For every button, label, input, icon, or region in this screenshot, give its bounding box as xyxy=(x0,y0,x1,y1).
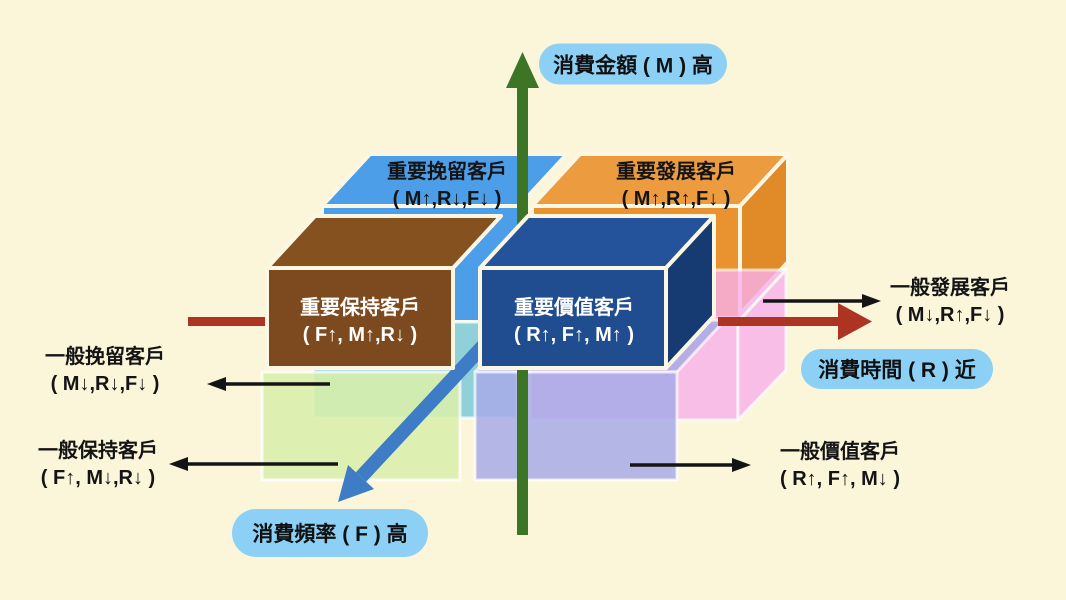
important-keep-front-face xyxy=(265,266,455,370)
pointer-general-value xyxy=(630,458,751,472)
segment-title: 重要發展客戶 xyxy=(616,161,736,183)
m-axis-label: 消費金額 ( M ) 高 xyxy=(553,54,713,77)
segment-rfm: ( M↑,R↓,F↓ ) xyxy=(392,188,502,210)
segment-rfm: ( R↑, F↑, M↓ ) xyxy=(780,468,900,490)
pointer-general-retain xyxy=(207,377,330,391)
general-keep-box xyxy=(260,370,462,482)
segment-title: 一般發展客戶 xyxy=(890,277,1010,299)
segment-rfm: ( M↓,R↑,F↓ ) xyxy=(895,304,1005,326)
important-develop-top-face xyxy=(530,152,790,208)
m-axis-arrowhead xyxy=(506,52,539,88)
important-value-front-face xyxy=(478,266,668,370)
segment-title: 一般保持客戶 xyxy=(38,440,158,462)
general-develop-side-face xyxy=(736,268,788,422)
segment-title: 重要保持客戶 xyxy=(300,297,420,319)
segment-rfm: ( M↑,R↑,F↓ ) xyxy=(621,188,731,210)
general-keep-front-face xyxy=(260,370,462,482)
important-value-box xyxy=(478,214,716,370)
r-axis-label-pill: 消費時間 ( R ) 近 xyxy=(801,349,993,389)
pointer-general-keep xyxy=(169,457,338,471)
r-axis-arrow xyxy=(718,303,872,340)
segment-rfm: ( F↑, M↑,R↓ ) xyxy=(302,324,418,346)
important-keep-box xyxy=(265,214,503,370)
segment-rfm: ( F↑, M↓,R↓ ) xyxy=(40,467,156,489)
segment-label-important-value: 重要價值客戶 ( R↑, F↑, M↑ ) xyxy=(514,295,634,349)
pointer-arrows xyxy=(169,294,881,472)
f-axis-label: 消費頻率 ( F ) 高 xyxy=(252,523,408,546)
segment-title: 重要價值客戶 xyxy=(514,297,634,319)
segment-label-general-develop: 一般發展客戶 ( M↓,R↑,F↓ ) xyxy=(890,275,1010,329)
r-axis-label: 消費時間 ( R ) 近 xyxy=(818,359,976,382)
r-axis-arrowhead xyxy=(838,303,872,340)
f-axis-arrowhead xyxy=(338,465,374,502)
segment-label-general-keep: 一般保持客戶 ( F↑, M↓,R↓ ) xyxy=(38,438,158,492)
r-axis-left-segment xyxy=(188,317,268,326)
segment-title: 一般價值客戶 xyxy=(780,441,900,463)
r-axis-shaft xyxy=(718,317,840,326)
segment-label-important-keep: 重要保持客戶 ( F↑, M↑,R↓ ) xyxy=(300,295,420,349)
segment-rfm: ( R↑, F↑, M↑ ) xyxy=(514,324,634,346)
segment-title: 一般挽留客戶 xyxy=(45,346,165,368)
segment-rfm: ( M↓,R↓,F↓ ) xyxy=(50,373,160,395)
segment-label-important-develop: 重要發展客戶 ( M↑,R↑,F↓ ) xyxy=(616,159,736,213)
m-axis-label-pill: 消費金額 ( M ) 高 xyxy=(539,43,727,85)
segment-label-general-retain: 一般挽留客戶 ( M↓,R↓,F↓ ) xyxy=(45,344,165,398)
segment-title: 重要挽留客戶 xyxy=(387,161,507,183)
f-axis-label-pill: 消費頻率 ( F ) 高 xyxy=(232,509,428,557)
pointer-general-develop xyxy=(763,294,881,308)
important-retain-top-face xyxy=(320,152,569,208)
segment-label-general-value: 一般價值客戶 ( R↑, F↑, M↓ ) xyxy=(780,439,900,493)
segment-label-important-retain: 重要挽留客戶 ( M↑,R↓,F↓ ) xyxy=(387,159,507,213)
